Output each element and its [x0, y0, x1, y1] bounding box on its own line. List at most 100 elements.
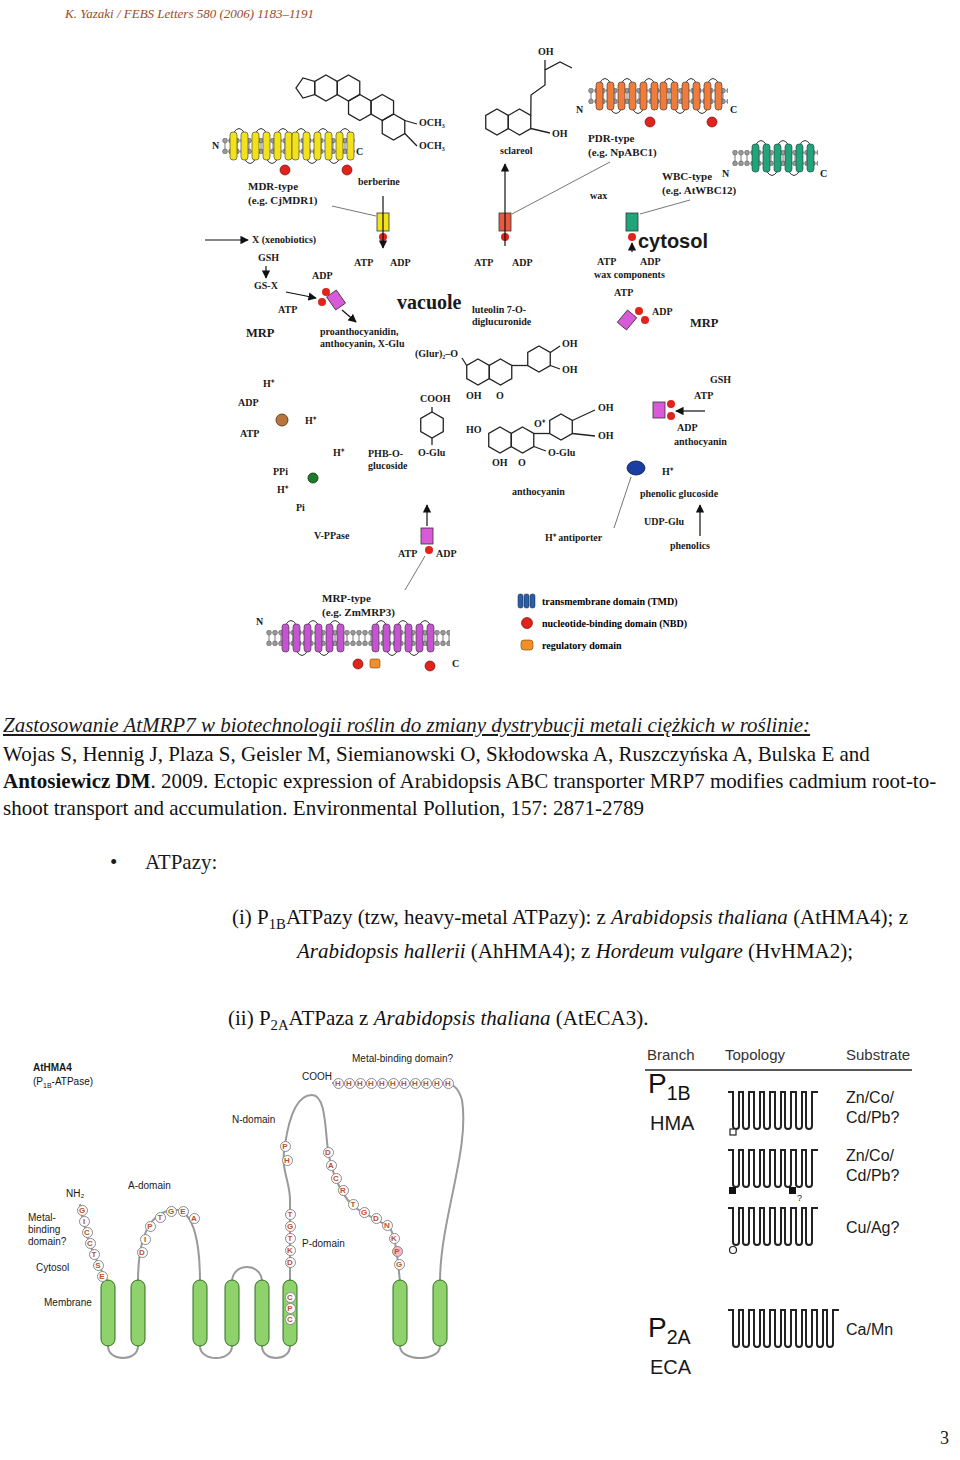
- chemical-structures: [489, 359, 512, 385]
- cell-transporter-icons: [318, 298, 326, 306]
- diagram-label: N: [576, 104, 583, 116]
- text-run: 2A: [271, 1017, 289, 1033]
- amino-acid: T: [348, 1199, 359, 1210]
- amino-acid: C: [285, 1314, 296, 1325]
- sclareol-structure: [531, 129, 550, 134]
- diagram-label: GSH: [258, 252, 279, 264]
- topology-table: [730, 1247, 737, 1254]
- amino-acid: G: [285, 1221, 296, 1232]
- branch-name: ECA: [650, 1356, 691, 1379]
- chemical-structures: [550, 346, 560, 353]
- legend-swatch: [516, 593, 538, 609]
- amino-acid: D: [371, 1213, 382, 1224]
- topology-table: [730, 1129, 736, 1135]
- topology-table: [729, 1187, 736, 1194]
- chemical-structures: [421, 412, 444, 438]
- leader-line: [614, 477, 631, 528]
- legend-swatch: [522, 618, 533, 629]
- mrp-transporter-drawing: [425, 661, 435, 671]
- figure-label: A-domain: [128, 1180, 171, 1192]
- transport-arrow: [504, 164, 505, 246]
- transporter-label: MRP: [690, 316, 718, 331]
- substrate-label: Zn/Co/ Cd/Pb?: [846, 1088, 906, 1128]
- figure-title: AtHMA4: [33, 1062, 72, 1073]
- wbc-transporter-drawing: [640, 200, 690, 214]
- diagram-label: GSH: [710, 374, 731, 386]
- amino-acid: H: [366, 1078, 377, 1089]
- wax-deposit: wax: [578, 190, 622, 222]
- diagram-label: ATP: [240, 428, 259, 440]
- figure-note: ?: [797, 1193, 802, 1203]
- diagram-label: phenolic glucoside: [640, 488, 718, 500]
- cell-outline: [232, 224, 736, 566]
- amino-acid: H: [388, 1078, 399, 1089]
- sclareol-structure: [486, 60, 572, 135]
- diagram-label: ATP: [694, 390, 713, 402]
- cell-transporter-icons: [322, 288, 330, 296]
- cell-transporter-icons: [635, 307, 643, 315]
- chemical-structures: [572, 410, 595, 421]
- amino-acid: P: [285, 1303, 296, 1314]
- cell-transporter-icons: [627, 461, 645, 475]
- diagram-label: ATP: [398, 548, 417, 560]
- amino-acid: H: [399, 1078, 410, 1089]
- topology-table: [728, 1310, 839, 1347]
- diagram-label: C: [356, 146, 363, 158]
- athma4-topology: [433, 1280, 447, 1346]
- text-run: -ATPase): [52, 1076, 94, 1087]
- athma4-topology: [138, 1210, 200, 1282]
- mrp-transporter-drawing: [266, 556, 450, 671]
- transport-arrow: [382, 196, 383, 248]
- diagram-label: (Glur)₂–O: [415, 348, 458, 360]
- mrp-transporter-drawing: [372, 621, 434, 656]
- transport-arrow: [699, 505, 700, 536]
- membrane-band: [33, 1289, 478, 1318]
- node-text: cytosol: [638, 230, 708, 253]
- chemical-structures: [467, 359, 490, 385]
- transport-arrow: [205, 164, 705, 536]
- transport-arrow: [342, 310, 356, 322]
- chemical-structures: [572, 434, 595, 437]
- amino-acid: K: [285, 1245, 296, 1256]
- diagram-label: OH: [598, 430, 614, 442]
- legend-row: regulatory domain: [516, 634, 687, 656]
- text-run: (ii) P: [228, 1006, 271, 1030]
- diagram-label: V-PPase: [314, 530, 349, 542]
- legend-text: nucleotide-binding domain (NBD): [542, 618, 687, 629]
- text-run: P: [648, 1312, 667, 1343]
- diagram-label: ATP: [614, 287, 633, 299]
- type-label: PDR-type: [588, 132, 634, 145]
- diagram-label: O: [496, 390, 504, 402]
- diagram-label: H⁺: [333, 447, 344, 459]
- substrate-label: Cu/Ag?: [846, 1218, 899, 1238]
- athma4-topology: [80, 1083, 463, 1358]
- athma4-topology: [284, 1095, 400, 1282]
- text-run: 1B: [667, 1082, 691, 1104]
- berberine-structure: [296, 78, 315, 98]
- chemical-structures: [431, 407, 432, 412]
- diagram-label: C: [730, 104, 737, 116]
- diagram-label: C: [820, 168, 827, 180]
- cell-transporter-icons: [617, 310, 636, 330]
- diagram-label: ADP: [436, 548, 457, 560]
- transporter-label: MRP: [246, 326, 274, 341]
- amino-acid: P: [145, 1221, 156, 1232]
- text-run: Arabidopsis hallerii: [297, 939, 466, 963]
- topology-table: [728, 1208, 818, 1245]
- mrp-transporter-drawing: [282, 621, 344, 656]
- paragraph: Wojas S, Hennig J, Plaza S, Geisler M, S…: [3, 741, 958, 822]
- topology-table: [728, 1150, 818, 1187]
- text-run: 1B: [43, 1082, 52, 1089]
- sclareol-structure: [544, 60, 545, 70]
- mdr-transporter-drawing: [280, 165, 290, 175]
- diagram-label: UDP-Glu: [644, 516, 684, 528]
- text-run: (HvHMA2);: [748, 939, 853, 963]
- diagram-label: OH: [562, 364, 578, 376]
- chemical-structures: [534, 447, 546, 452]
- cell-transporter-icons: [421, 528, 433, 544]
- amino-acid: A: [189, 1213, 200, 1224]
- diagram-label: ADP: [512, 257, 533, 269]
- text-run: Antosiewicz DM: [3, 769, 151, 793]
- diagram-label: phenolics: [670, 540, 710, 552]
- diagram-label: PPi: [273, 466, 288, 478]
